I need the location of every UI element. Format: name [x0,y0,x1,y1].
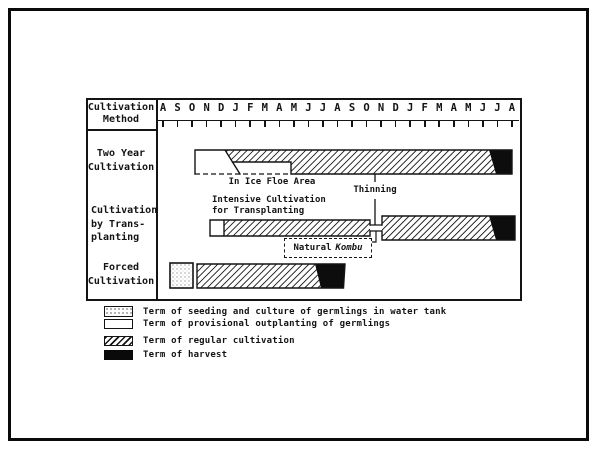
legend-swatch-harvest [104,349,133,360]
left-column-divider [156,131,158,301]
intensive-cultivation-label: Intensive Cultivation for Transplanting [212,195,326,216]
chart-area [86,98,522,301]
kombu-italic-label: Kombu [335,243,363,253]
legend-label-regular-cultivation: Term of regular cultivation [143,336,295,346]
thinning-label: Thinning [353,185,397,195]
legend-label-harvest: Term of harvest [143,350,228,360]
row-label-cultivation-by-transplanting: Cultivation by Trans- planting [91,205,158,243]
natural-kombu-label: Natural [293,243,332,253]
month-axis-ruler [158,119,519,122]
legend-label-outplanting: Term of provisional outplanting of germl… [143,319,391,329]
legend-swatch-seeding [104,306,133,317]
cultivation-method-header: Cultivation Method [86,98,158,131]
row-label-two-year-cultivation: Two Year Cultivation [87,148,155,173]
legend-label-seeding: Term of seeding and culture of germlings… [143,306,447,317]
legend-swatch-regular-cultivation [104,335,133,346]
row-label-forced-cultivation: Forced Cultivation [87,262,155,287]
legend-swatch-outplanting [104,318,133,329]
natural-kombu-box: Natural Kombu [284,238,372,258]
ice-floe-area-label: In Ice Floe Area [228,177,316,187]
